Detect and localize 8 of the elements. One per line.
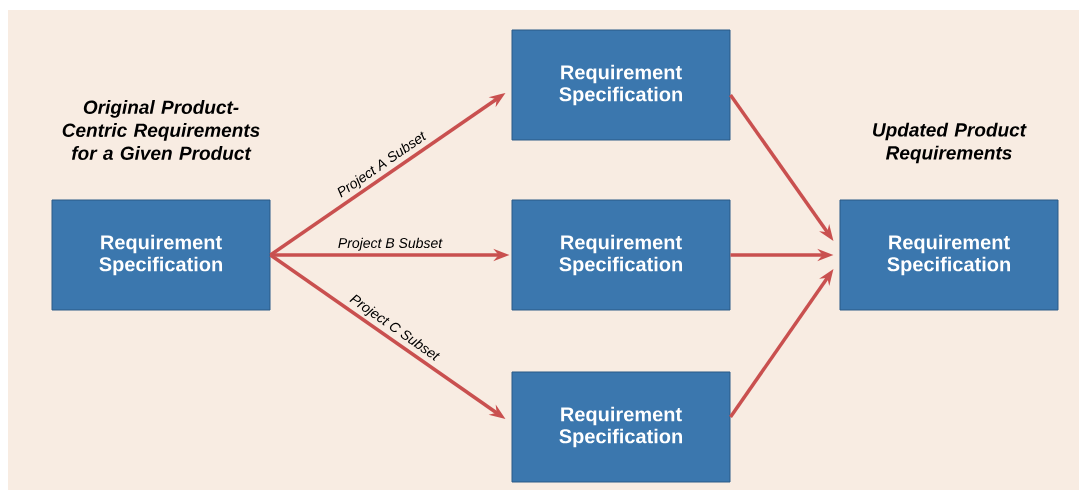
heading: Updated Product Requirements bbox=[873, 122, 1027, 164]
edge-label: Project B Subset bbox=[338, 237, 443, 251]
process-box: Requirement Specification bbox=[51, 199, 271, 311]
process-box: Requirement Specification bbox=[511, 199, 731, 311]
heading: Original Product-Centric Requirements for a Given Product bbox=[62, 100, 260, 160]
process-box: Requirement Specification bbox=[511, 29, 731, 141]
process-box: Requirement Specification bbox=[511, 371, 731, 483]
process-box: Requirement Specification bbox=[839, 199, 1059, 311]
